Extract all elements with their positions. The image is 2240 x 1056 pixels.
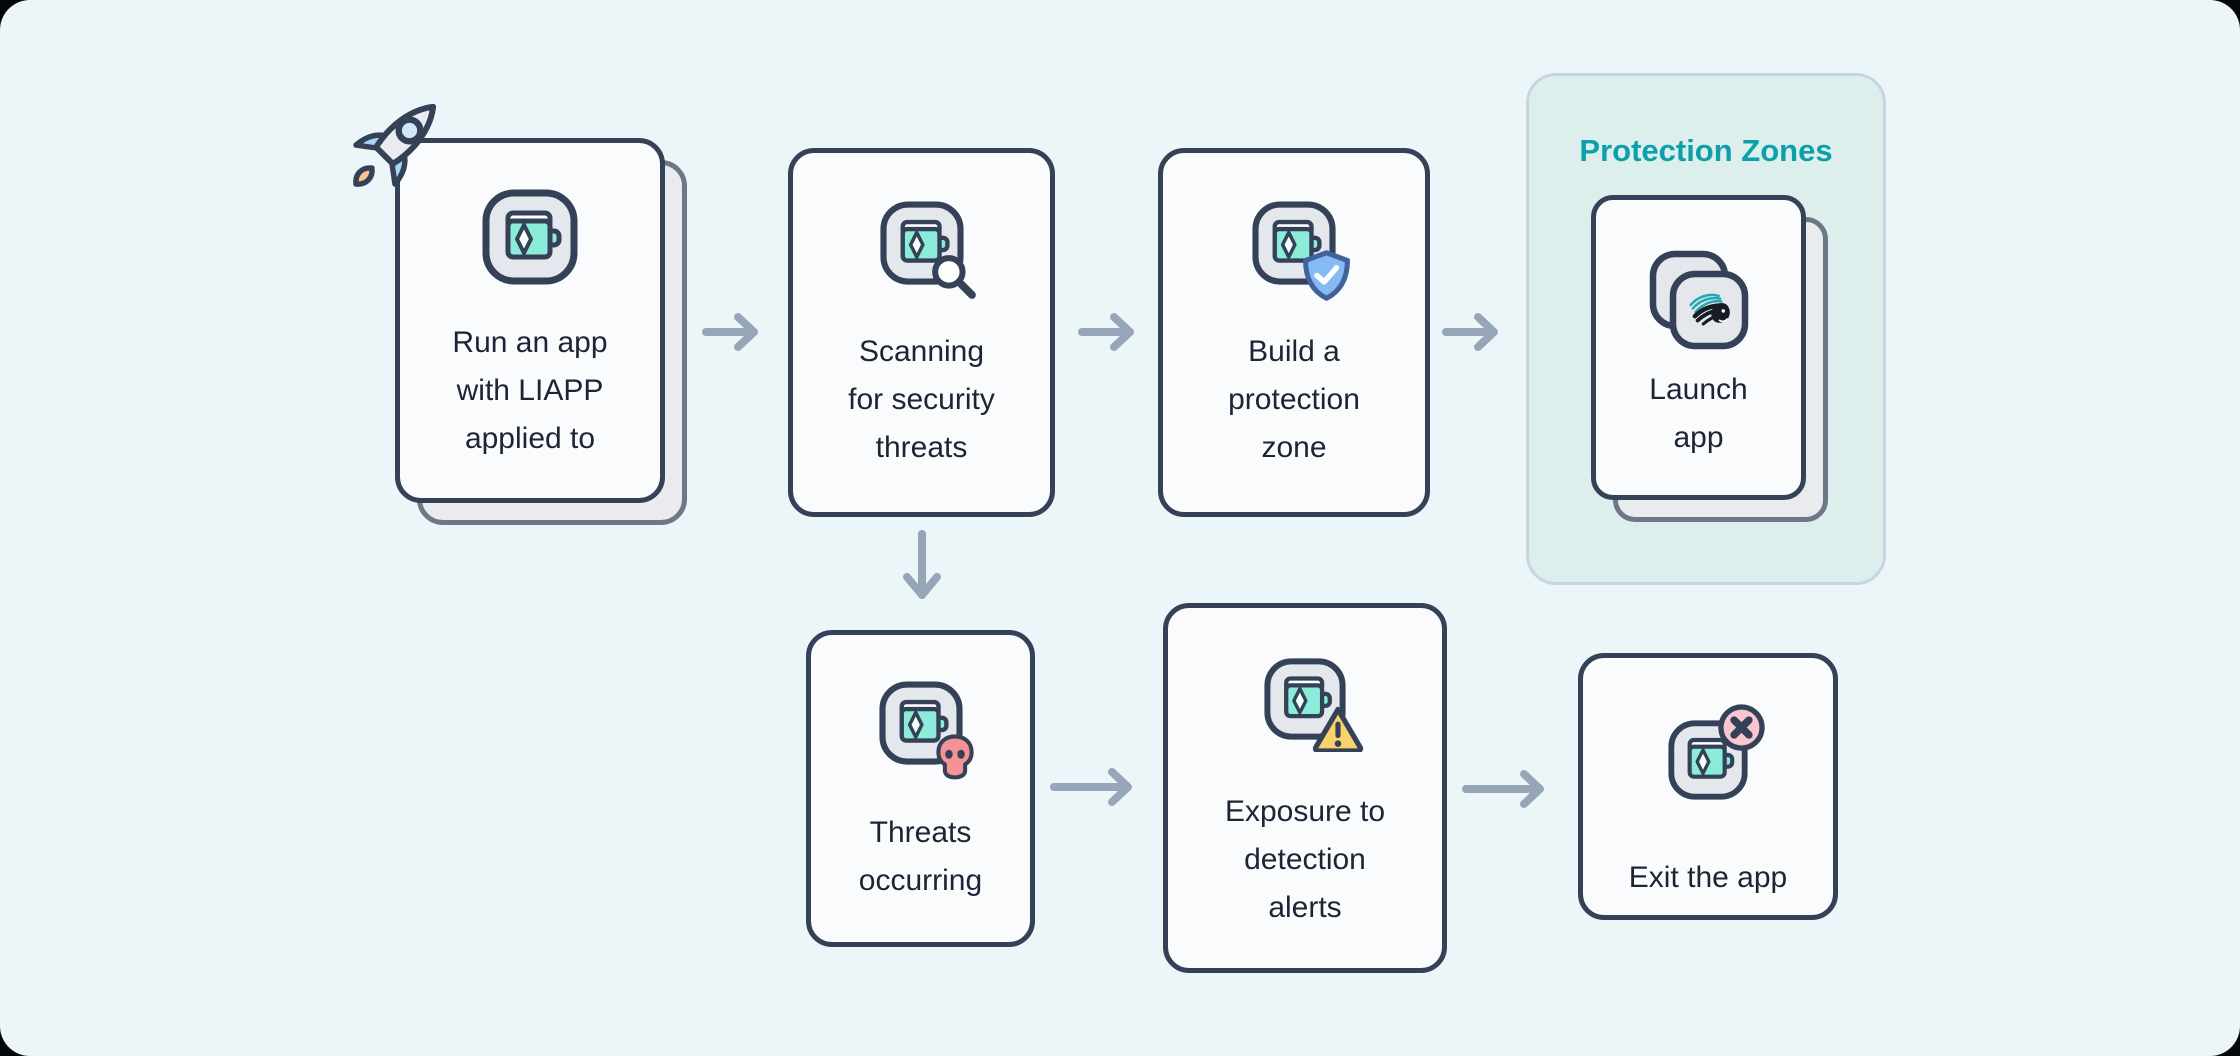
step-label: Exposure to detection alerts bbox=[1168, 788, 1442, 932]
label-line: Run an app bbox=[452, 326, 608, 359]
label-line: alerts bbox=[1268, 891, 1342, 924]
label-line: Scanning bbox=[858, 335, 985, 368]
card-launch-app: Launch app bbox=[1591, 195, 1806, 500]
protection-zones-panel: Protection Zones Launch app bbox=[1526, 73, 1886, 585]
arrow-right-icon bbox=[700, 310, 776, 354]
label-line: Exposure to bbox=[1224, 795, 1386, 828]
step-label: Threats occurring bbox=[811, 809, 1030, 905]
label-line: for security bbox=[848, 383, 995, 416]
shield-check-icon bbox=[1301, 250, 1352, 301]
step-label: Scanning for security threats bbox=[793, 328, 1050, 472]
label-line: detection bbox=[1244, 843, 1366, 876]
app-wallet-icon bbox=[482, 189, 578, 285]
label-line: Threats bbox=[869, 816, 972, 849]
card-threats: Threats occurring bbox=[806, 630, 1035, 947]
label-line: with LIAPP bbox=[456, 374, 604, 407]
step-run-app: Run an app with LIAPP applied to bbox=[395, 138, 687, 525]
arrow-right-icon bbox=[1048, 765, 1152, 809]
label-line: protection bbox=[1228, 383, 1360, 416]
arrow-right-icon bbox=[1440, 310, 1516, 354]
arrow-down-icon bbox=[900, 529, 944, 617]
label-line: app bbox=[1673, 421, 1724, 454]
skull-icon bbox=[933, 734, 977, 781]
card-run-app: Run an app with LIAPP applied to bbox=[395, 138, 665, 503]
step-label: Exit the app bbox=[1583, 854, 1833, 902]
label-line: Build a bbox=[1248, 335, 1340, 368]
card-exposure: Exposure to detection alerts bbox=[1163, 603, 1447, 973]
warning-icon bbox=[1312, 705, 1364, 752]
label-line: occurring bbox=[858, 864, 983, 897]
arrow-right-icon bbox=[1076, 310, 1152, 354]
magnifier-icon bbox=[930, 253, 978, 301]
step-label: Run an app with LIAPP applied to bbox=[400, 319, 660, 463]
label-line: Launch bbox=[1649, 373, 1748, 406]
card-scanning: Scanning for security threats bbox=[788, 148, 1055, 517]
close-circle-icon bbox=[1717, 703, 1766, 752]
label-line: threats bbox=[875, 431, 968, 464]
arrow-right-icon bbox=[1460, 767, 1564, 811]
label-line: applied to bbox=[464, 422, 596, 455]
rocket-icon bbox=[338, 84, 456, 202]
liapp-lion-icon bbox=[1649, 250, 1749, 350]
card-exit: Exit the app bbox=[1578, 653, 1838, 920]
protection-zones-title: Protection Zones bbox=[1579, 133, 1833, 168]
step-label: Build a protection zone bbox=[1163, 328, 1425, 472]
label-line: Exit the app bbox=[1628, 861, 1788, 894]
step-label: Launch app bbox=[1596, 366, 1801, 462]
card-build-zone: Build a protection zone bbox=[1158, 148, 1430, 517]
label-line: zone bbox=[1261, 431, 1327, 464]
